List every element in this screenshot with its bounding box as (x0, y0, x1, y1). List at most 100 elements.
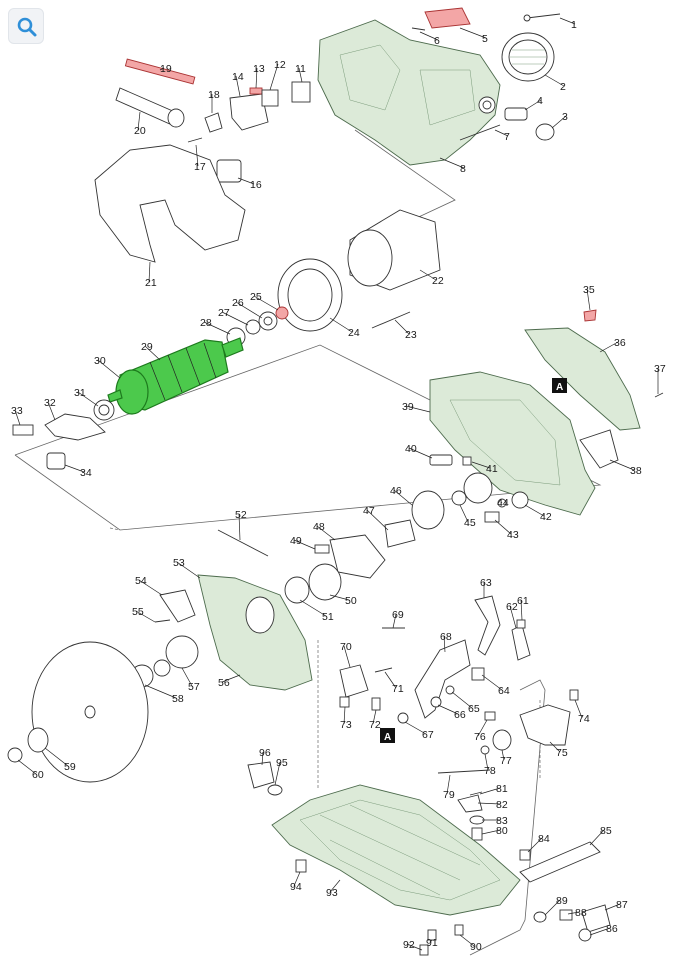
part-label-6[interactable]: 6 (434, 35, 440, 47)
part-label-85[interactable]: 85 (600, 825, 612, 837)
part-label-33[interactable]: 33 (11, 405, 23, 417)
part-label-7[interactable]: 7 (504, 131, 510, 143)
part-label-81[interactable]: 81 (496, 783, 508, 795)
part-label-79[interactable]: 79 (443, 789, 455, 801)
part-label-21[interactable]: 21 (145, 277, 157, 289)
screw-55 (154, 619, 171, 623)
part-label-91[interactable]: 91 (426, 937, 438, 949)
part-label-65[interactable]: 65 (468, 703, 480, 715)
part-label-24[interactable]: 24 (348, 327, 360, 339)
part-label-32[interactable]: 32 (44, 397, 56, 409)
part-label-47[interactable]: 47 (363, 505, 375, 517)
part-label-57[interactable]: 57 (188, 681, 200, 693)
part-label-70[interactable]: 70 (340, 641, 352, 653)
leader-line-51 (299, 599, 327, 617)
part-label-95[interactable]: 95 (276, 757, 288, 769)
part-label-49[interactable]: 49 (290, 535, 302, 547)
part-label-54[interactable]: 54 (135, 575, 147, 587)
screw-49 (314, 544, 330, 554)
part-label-93[interactable]: 93 (326, 887, 338, 899)
part-label-77[interactable]: 77 (500, 755, 512, 767)
part-label-63[interactable]: 63 (480, 577, 492, 589)
part-label-94[interactable]: 94 (290, 881, 302, 893)
part-label-8[interactable]: 8 (460, 163, 466, 175)
part-label-30[interactable]: 30 (94, 355, 106, 367)
part-label-35[interactable]: 35 (583, 284, 595, 296)
part-label-29[interactable]: 29 (141, 341, 153, 353)
part-label-73[interactable]: 73 (340, 719, 352, 731)
part-label-41[interactable]: 41 (486, 463, 498, 475)
part-label-88[interactable]: 88 (575, 907, 587, 919)
part-label-43[interactable]: 43 (507, 529, 519, 541)
part-label-34[interactable]: 34 (80, 467, 92, 479)
part-label-16[interactable]: 16 (250, 179, 262, 191)
part-label-87[interactable]: 87 (616, 899, 628, 911)
part-label-52[interactable]: 52 (235, 509, 247, 521)
part-label-40[interactable]: 40 (405, 443, 417, 455)
part-label-59[interactable]: 59 (64, 761, 76, 773)
part-label-56[interactable]: 56 (218, 677, 230, 689)
part-label-18[interactable]: 18 (208, 89, 220, 101)
part-label-44[interactable]: 44 (497, 497, 509, 509)
part-label-31[interactable]: 31 (74, 387, 86, 399)
part-label-82[interactable]: 82 (496, 799, 508, 811)
part-label-92[interactable]: 92 (403, 939, 415, 951)
part-label-22[interactable]: 22 (432, 275, 444, 287)
part-label-27[interactable]: 27 (218, 307, 230, 319)
part-label-42[interactable]: 42 (540, 511, 552, 523)
part-label-83[interactable]: 83 (496, 815, 508, 827)
part-label-60[interactable]: 60 (32, 769, 44, 781)
part-label-25[interactable]: 25 (250, 291, 262, 303)
part-label-12[interactable]: 12 (274, 59, 286, 71)
zoom-button[interactable] (8, 8, 44, 44)
part-label-76[interactable]: 76 (474, 731, 486, 743)
part-label-48[interactable]: 48 (313, 521, 325, 533)
part-label-78[interactable]: 78 (484, 765, 496, 777)
part-label-64[interactable]: 64 (498, 685, 510, 697)
part-label-72[interactable]: 72 (369, 719, 381, 731)
part-label-68[interactable]: 68 (440, 631, 452, 643)
part-label-38[interactable]: 38 (630, 465, 642, 477)
part-label-1[interactable]: 1 (571, 19, 577, 31)
part-label-37[interactable]: 37 (654, 363, 666, 375)
part-label-62[interactable]: 62 (506, 601, 518, 613)
part-label-3[interactable]: 3 (562, 111, 568, 123)
part-label-28[interactable]: 28 (200, 317, 212, 329)
part-label-53[interactable]: 53 (173, 557, 185, 569)
part-label-86[interactable]: 86 (606, 923, 618, 935)
part-label-20[interactable]: 20 (134, 125, 146, 137)
part-label-17[interactable]: 17 (194, 161, 206, 173)
part-label-89[interactable]: 89 (556, 895, 568, 907)
part-label-2[interactable]: 2 (560, 81, 566, 93)
part-label-13[interactable]: 13 (253, 63, 265, 75)
part-label-69[interactable]: 69 (392, 609, 404, 621)
part-label-39[interactable]: 39 (402, 401, 414, 413)
part-label-46[interactable]: 46 (390, 485, 402, 497)
part-label-55[interactable]: 55 (132, 606, 144, 618)
part-label-90[interactable]: 90 (470, 941, 482, 953)
part-label-26[interactable]: 26 (232, 297, 244, 309)
part-label-4[interactable]: 4 (537, 95, 543, 107)
screw-74 (569, 689, 579, 701)
part-label-11[interactable]: 11 (295, 63, 306, 75)
part-label-58[interactable]: 58 (172, 693, 184, 705)
part-label-23[interactable]: 23 (405, 329, 417, 341)
part-label-96[interactable]: 96 (259, 747, 271, 759)
part-label-74[interactable]: 74 (578, 713, 590, 725)
part-label-80[interactable]: 80 (496, 825, 508, 837)
part-label-84[interactable]: 84 (538, 833, 550, 845)
part-label-51[interactable]: 51 (322, 611, 334, 623)
part-label-67[interactable]: 67 (422, 729, 434, 741)
screw-43 (484, 511, 500, 523)
part-label-50[interactable]: 50 (345, 595, 357, 607)
part-label-75[interactable]: 75 (556, 747, 568, 759)
part-label-45[interactable]: 45 (464, 517, 476, 529)
part-label-66[interactable]: 66 (454, 709, 466, 721)
part-label-71[interactable]: 71 (392, 683, 404, 695)
part-label-36[interactable]: 36 (614, 337, 626, 349)
part-label-61[interactable]: 61 (517, 595, 529, 607)
leader-line-88 (567, 911, 580, 915)
part-label-5[interactable]: 5 (482, 33, 488, 45)
part-label-14[interactable]: 14 (232, 71, 244, 83)
part-label-19[interactable]: 19 (160, 63, 172, 75)
